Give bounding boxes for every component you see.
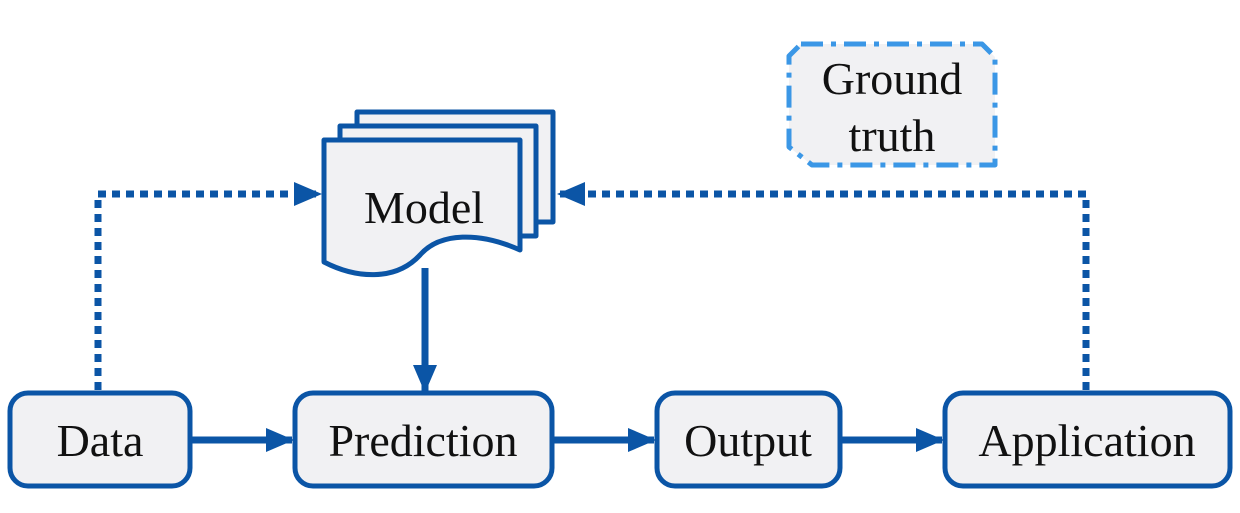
- dotted-arrow-application-to-model: [557, 182, 1090, 390]
- output-node: Output: [654, 390, 843, 489]
- output-label: Output: [684, 415, 812, 466]
- prediction-label: Prediction: [328, 415, 517, 466]
- ground-truth-label-line2: truth: [849, 110, 936, 161]
- dotted-arrow-data-to-model: [94, 182, 322, 390]
- data-node: Data: [7, 390, 193, 489]
- data-label: Data: [57, 415, 144, 466]
- ground-truth-node: Ground truth: [786, 41, 998, 168]
- model-label: Model: [364, 182, 484, 233]
- model-node: Model: [321, 109, 556, 278]
- application-node: Application: [942, 390, 1233, 489]
- prediction-node: Prediction: [292, 390, 555, 489]
- application-label: Application: [978, 415, 1195, 466]
- document-icon: [321, 137, 523, 278]
- ground-truth-label-line1: Ground: [822, 53, 963, 104]
